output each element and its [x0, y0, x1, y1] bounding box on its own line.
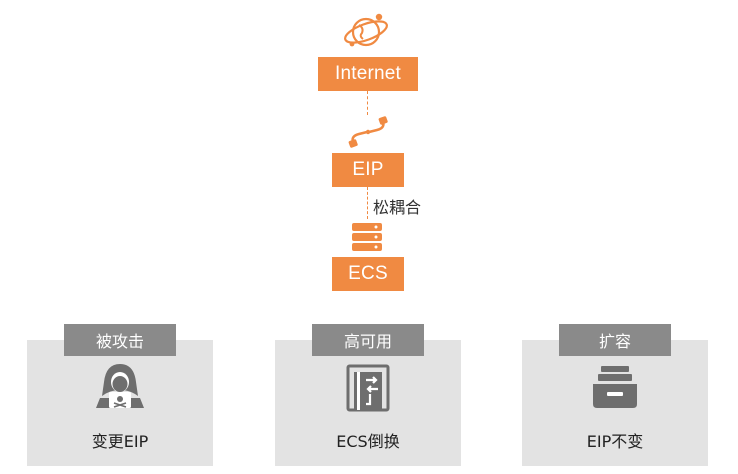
internet-label: Internet [334, 63, 402, 84]
card-high-availability-tag: 高可用 [312, 324, 424, 356]
connector-internet-eip [367, 91, 368, 115]
loose-coupling-label: 松耦合 [373, 198, 422, 217]
card-attacked: 变更EIP [27, 340, 213, 466]
internet-node: Internet [318, 57, 418, 91]
card-high-availability: ECS倒换 [275, 340, 461, 466]
eip-label: EIP [352, 159, 384, 180]
connector-eip-ecs [367, 187, 368, 219]
switch-icon [346, 364, 390, 412]
hacker-icon [96, 364, 144, 408]
globe-satellite-icon [344, 13, 388, 47]
link-cable-icon [348, 116, 388, 148]
server-stack-icon [352, 223, 382, 251]
card-high-availability-caption: ECS倒换 [336, 432, 400, 451]
ecs-label: ECS [348, 263, 388, 284]
eip-node: EIP [332, 153, 404, 187]
card-scale-out-caption: EIP不变 [586, 432, 644, 451]
ecs-node: ECS [332, 257, 404, 291]
card-attacked-tag: 被攻击 [64, 324, 176, 356]
card-scale-out-tag: 扩容 [559, 324, 671, 356]
storage-box-icon [593, 366, 637, 408]
card-attacked-caption: 变更EIP [91, 432, 149, 451]
card-scale-out: EIP不变 [522, 340, 708, 466]
